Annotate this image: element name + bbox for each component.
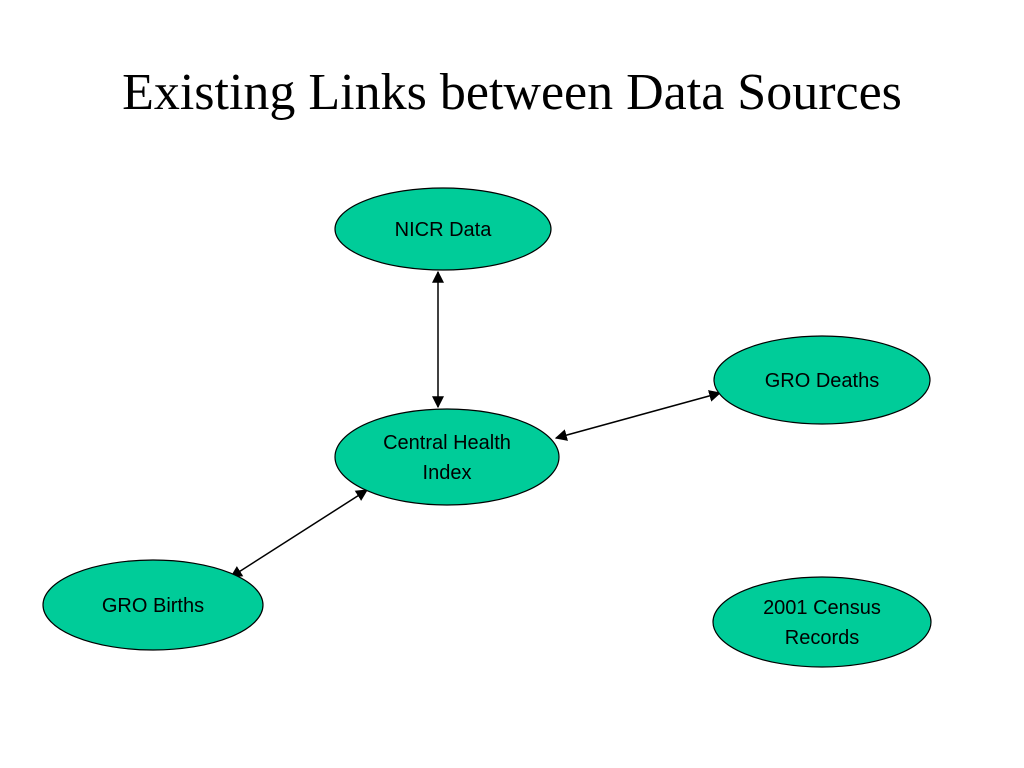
node-nicr-label-line-0: NICR Data [395, 219, 493, 241]
node-nicr-shape [334, 187, 552, 271]
node-chi-label-line-0: Central Health [383, 432, 511, 454]
node-births-shape [42, 559, 264, 651]
edges-layer [229, 270, 722, 578]
node-nicr: NICR Data [334, 187, 552, 271]
node-deaths: GRO Deaths [713, 335, 931, 425]
node-chi-label-line-1: Index [423, 462, 472, 484]
edge-chi-deaths [554, 390, 722, 441]
node-births-label-line-0: GRO Births [102, 595, 204, 617]
node-births: GRO Births [42, 559, 264, 651]
edge-chi-births [229, 489, 369, 578]
node-census-shape [712, 576, 932, 668]
node-census-label-line-0: 2001 Census [763, 597, 881, 619]
node-deaths-shape [713, 335, 931, 425]
node-deaths-label-line-0: GRO Deaths [765, 370, 879, 392]
node-census-label-line-1: Records [785, 627, 859, 649]
node-chi-shape [334, 408, 560, 506]
slide-title: Existing Links between Data Sources [122, 64, 902, 121]
